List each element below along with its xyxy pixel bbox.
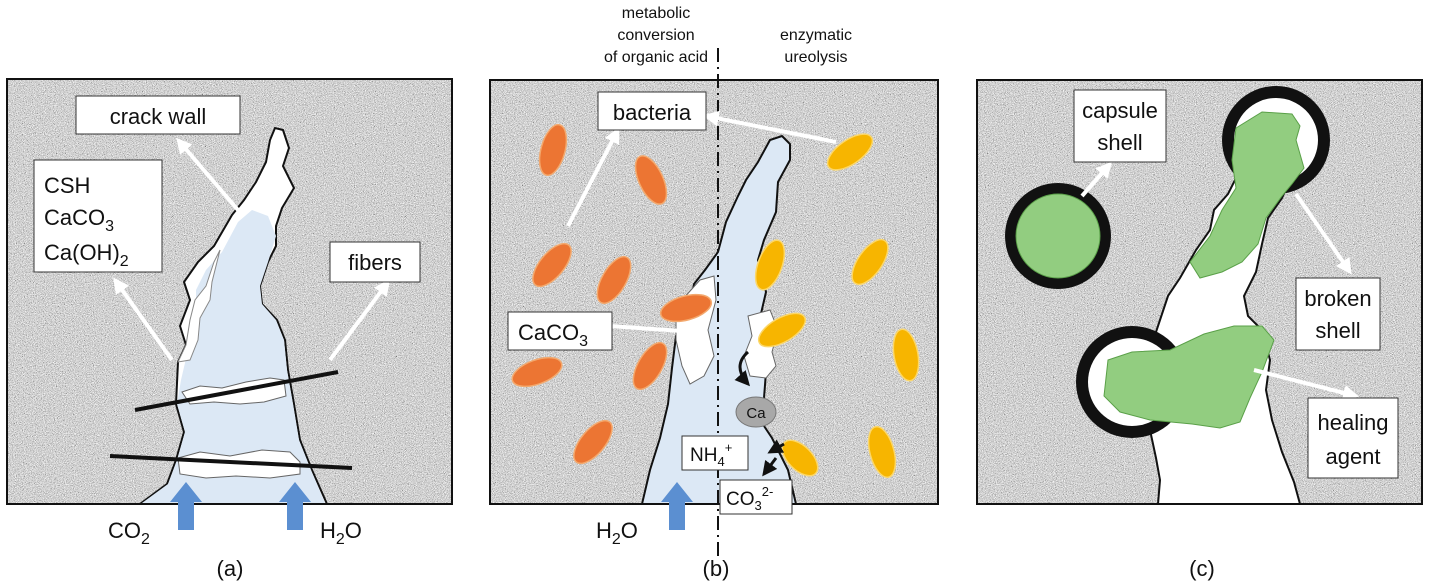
arrow-bacteria-left	[566, 127, 620, 227]
caption-b: (b)	[703, 556, 730, 581]
label-broken-2: shell	[1315, 318, 1360, 343]
header-right-1: enzymatic	[780, 27, 852, 44]
label-caoh2: Ca(OH)2	[44, 240, 129, 270]
bacterium-o4	[596, 255, 632, 305]
co2-arrow	[170, 482, 202, 530]
caption-c: (c)	[1189, 556, 1215, 581]
bacterium-y5	[892, 328, 920, 382]
arrow-capsule-shell	[1080, 161, 1113, 198]
bacterium-o2	[634, 155, 668, 205]
arrow-caco3	[609, 323, 700, 340]
label-ca: Ca	[746, 405, 766, 422]
crack-water-a	[142, 210, 325, 503]
healing-agent-bottom	[1103, 325, 1275, 429]
bacterium-y3	[851, 238, 889, 286]
reaction-arrow-3	[762, 457, 778, 477]
label-crack-wall: crack wall	[110, 104, 207, 129]
bacterium-y6	[867, 425, 897, 479]
bacterium-o3	[532, 242, 572, 288]
label-csh: CSH	[44, 173, 90, 198]
label-broken-1: broken	[1304, 286, 1371, 311]
label-fibers: fibers	[348, 250, 402, 275]
label-co2: CO2	[108, 518, 150, 548]
label-nh4: NH4+	[690, 440, 732, 469]
arrow-healing-agent	[1253, 368, 1360, 401]
label-bacteria: bacteria	[613, 100, 692, 125]
label-capsule-2: shell	[1097, 130, 1142, 155]
arrow-fibers	[328, 279, 390, 362]
bacterium-o1	[538, 123, 568, 177]
arrow-crack-wall	[175, 137, 240, 212]
reaction-arrow-1	[734, 350, 750, 387]
capsule-intact-core	[1015, 193, 1101, 279]
bacteria-orange	[511, 123, 713, 465]
bacterium-y7	[781, 439, 819, 477]
label-healing-2: agent	[1325, 444, 1380, 469]
caption-a: (a)	[217, 556, 244, 581]
deposit-a	[177, 249, 221, 363]
label-capsule-1: capsule	[1082, 98, 1158, 123]
fiber-lower	[109, 454, 353, 470]
header-left-1: metabolic	[622, 5, 690, 22]
panel-c: capsule shell broken shell healing agent…	[976, 79, 1423, 581]
bacterium-o8	[573, 419, 613, 465]
arrow-broken-shell	[1294, 192, 1352, 275]
header-left-3: of organic acid	[604, 49, 708, 66]
header-left-2: conversion	[617, 27, 694, 44]
healing-agent-top	[1189, 111, 1305, 279]
calcium-ion	[735, 396, 777, 428]
panel-b: bacteria CaCO3 Ca NH4+ CO32- metabolic c…	[489, 5, 939, 581]
bacterium-o6	[511, 356, 563, 388]
bacterium-y2	[754, 239, 786, 291]
bacterium-o7	[632, 341, 668, 391]
label-h2o-b: H2O	[596, 518, 638, 548]
bacterium-y1	[826, 133, 874, 171]
label-h2o-a: H2O	[320, 518, 362, 548]
fiber-upper	[134, 370, 339, 412]
h2o-arrow-b	[661, 482, 693, 530]
bacterium-y4	[757, 312, 807, 348]
h2o-arrow-a	[279, 482, 311, 530]
label-co3: CO32-	[726, 484, 773, 513]
label-caco3-b: CaCO3	[518, 320, 588, 350]
label-caco3: CaCO3	[44, 205, 114, 235]
bacteria-yellow	[754, 133, 920, 479]
reaction-arrow-2	[767, 439, 785, 454]
header-right-2: ureolysis	[784, 49, 847, 66]
label-healing-1: healing	[1318, 410, 1389, 435]
bacterium-o5	[659, 293, 713, 323]
panel-a: crack wall CSH CaCO3 Ca(OH)2 fibers CO2 …	[6, 78, 453, 581]
arrow-bacteria-right	[702, 110, 837, 144]
arrow-products	[113, 277, 174, 362]
